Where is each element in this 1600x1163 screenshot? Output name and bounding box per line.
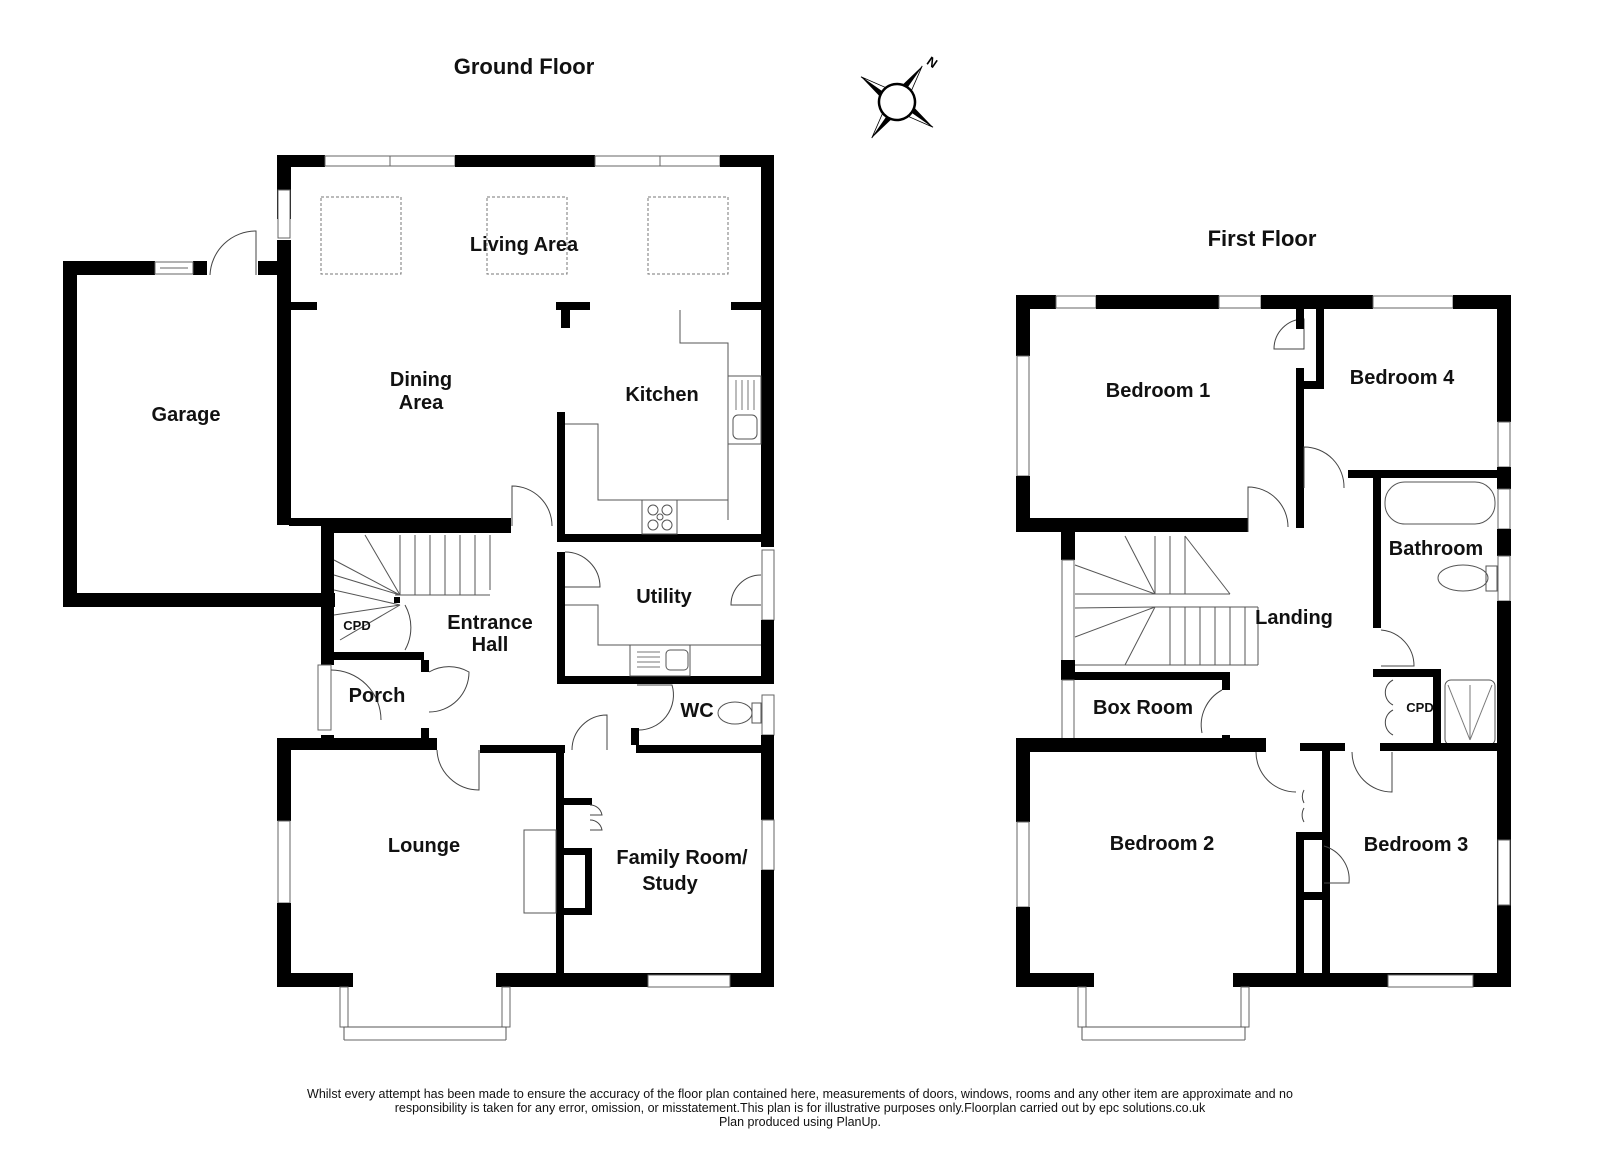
room-label-entrance-line2: Hall: [472, 634, 509, 656]
room-label-wc: WC: [680, 700, 713, 722]
room-label-bathroom: Bathroom: [1389, 538, 1483, 560]
room-label-kitchen: Kitchen: [625, 384, 698, 406]
room-label-bedroom-1: Bedroom 1: [1106, 380, 1210, 402]
room-label-family-line2: Study: [642, 873, 698, 895]
room-label-cpd-first: CPD: [1406, 700, 1433, 715]
room-label-lounge: Lounge: [388, 835, 460, 857]
room-label-bedroom-3: Bedroom 3: [1364, 834, 1468, 856]
disclaimer-line-2: responsibility is taken for any error, o…: [394, 1101, 1206, 1115]
room-label-family-line1: Family Room/: [616, 847, 748, 869]
disclaimer-line-3: Plan produced using PlanUp.: [719, 1115, 881, 1129]
room-label-dining-line2: Area: [399, 392, 444, 414]
compass-north-label: N: [924, 53, 940, 71]
room-label-dining-line1: Dining: [390, 369, 452, 391]
room-label-box-room: Box Room: [1093, 697, 1193, 719]
room-label-cpd-ground: CPD: [343, 618, 370, 633]
disclaimer-line-1: Whilst every attempt has been made to en…: [307, 1087, 1293, 1101]
ground-floor-title: Ground Floor: [454, 54, 595, 79]
room-label-utility: Utility: [636, 586, 692, 608]
ground-floor-plan: [63, 155, 775, 1041]
room-label-porch: Porch: [349, 685, 406, 707]
room-label-bedroom-4: Bedroom 4: [1350, 367, 1455, 389]
first-floor-title: First Floor: [1208, 226, 1317, 251]
room-label-entrance-line1: Entrance: [447, 612, 533, 634]
first-floor-plan: [1016, 295, 1511, 1041]
room-label-garage: Garage: [152, 404, 221, 426]
disclaimer-footer: Whilst every attempt has been made to en…: [0, 1087, 1600, 1129]
room-label-landing: Landing: [1255, 607, 1333, 629]
north-arrow-compass-icon: [860, 65, 934, 139]
room-label-bedroom-2: Bedroom 2: [1110, 833, 1214, 855]
room-label-living-area: Living Area: [470, 234, 579, 256]
